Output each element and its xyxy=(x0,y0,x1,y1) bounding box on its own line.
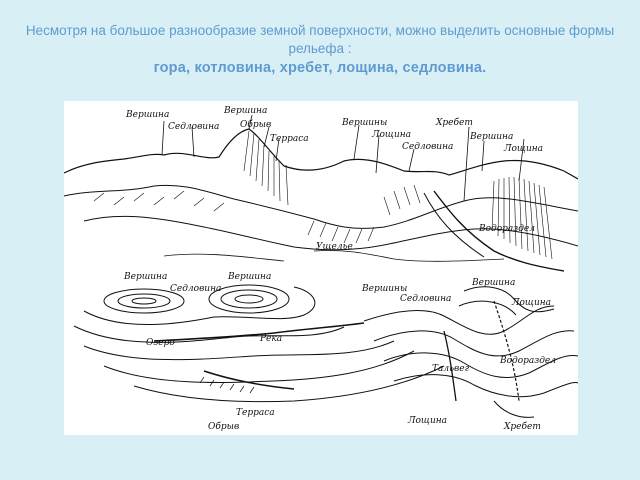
map-label-saddle-2: Седловина xyxy=(400,294,451,304)
map-label-terrace: Терраса xyxy=(236,408,275,418)
intro-text: Несмотря на большое разнообразие земной … xyxy=(25,23,615,56)
contour-map xyxy=(73,284,578,418)
label-saddle-1: Седловина xyxy=(168,122,219,132)
label-hollow: Лощина xyxy=(371,130,411,140)
map-label-gorge: Тальвег xyxy=(432,364,470,374)
map-label-cliff: Обрыв xyxy=(208,421,239,432)
label-summit-2: Вершина xyxy=(223,106,267,116)
label-hollow-2: Лощина xyxy=(503,144,543,154)
landscape-labels: Вершина Седловина Вершина Обрыв Терраса … xyxy=(125,106,543,252)
map-label-summits: Вершины xyxy=(361,284,407,294)
map-label-summit-3: Вершина xyxy=(471,278,515,288)
map-label-summit-1: Вершина xyxy=(123,272,167,282)
label-summit-3: Вершина xyxy=(469,132,513,142)
map-label-hollow: Лощина xyxy=(511,298,551,308)
map-label-river: Река xyxy=(259,334,282,344)
label-watershed: Водораздел xyxy=(478,224,535,234)
map-labels: Вершина Седловина Вершина Озеро Река Вер… xyxy=(123,272,556,432)
landscape-sketch xyxy=(64,114,578,272)
map-label-watershed: Водораздел xyxy=(499,356,556,366)
label-gorge: Ущелье xyxy=(316,242,353,252)
landform-list: гора, котловина, хребет, лощина, седлови… xyxy=(153,60,487,76)
map-label-ridge: Хребет xyxy=(503,421,541,432)
label-summits: Вершины xyxy=(341,118,387,128)
relief-drawing: Вершина Седловина Вершина Обрыв Терраса … xyxy=(64,106,578,432)
label-terrace: Терраса xyxy=(270,134,309,144)
map-label-summit-2: Вершина xyxy=(227,272,271,282)
map-label-lake: Озеро xyxy=(146,338,175,348)
map-label-saddle-1: Седловина xyxy=(170,284,221,294)
label-summit-1: Вершина xyxy=(125,110,169,120)
label-cliff: Обрыв xyxy=(240,119,271,130)
label-ridge: Хребет xyxy=(435,117,473,128)
label-saddle-2: Седловина xyxy=(402,142,453,152)
map-label-hollow-2: Лощина xyxy=(407,416,447,426)
relief-figure: Вершина Седловина Вершина Обрыв Терраса … xyxy=(64,101,578,435)
